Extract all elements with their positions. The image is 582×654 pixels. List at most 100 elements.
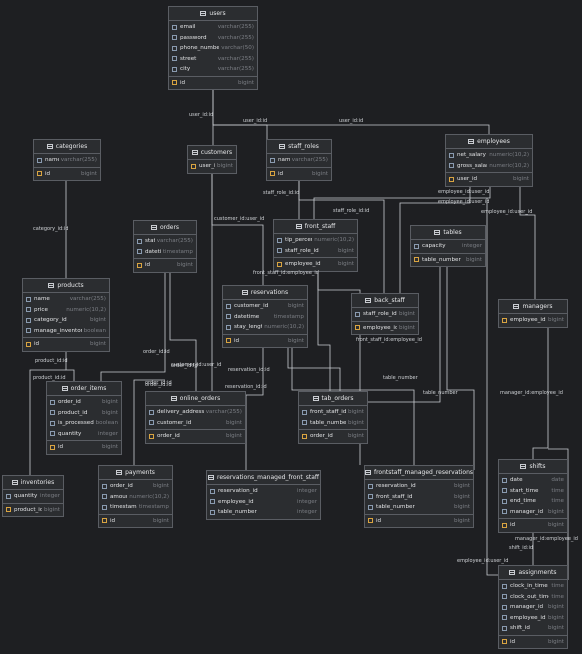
column-row[interactable]: tip_percentnumeric(10,2) <box>274 235 357 246</box>
table-header[interactable]: customers <box>188 146 236 160</box>
table-header[interactable]: shifts <box>499 460 567 474</box>
table-header[interactable]: back_staff <box>352 294 418 308</box>
table-header[interactable]: reservations_managed_front_staff <box>207 471 320 485</box>
table-header[interactable]: staff_roles <box>267 140 331 154</box>
table-header[interactable]: employees <box>446 135 532 149</box>
column-row[interactable]: stay_lengthnumeric(10,2) <box>223 322 307 333</box>
table-header[interactable]: tables <box>411 226 485 240</box>
column-row[interactable]: amountnumeric(10,2) <box>99 492 172 503</box>
table-header[interactable]: frontstaff_managed_reservations <box>365 466 473 480</box>
table-header[interactable]: tab_orders <box>299 392 367 406</box>
table-header[interactable]: online_orders <box>146 392 245 406</box>
table-payments[interactable]: paymentsorder_idbigintamountnumeric(10,2… <box>98 465 173 528</box>
table-header[interactable]: orders <box>134 221 196 235</box>
table-header[interactable]: inventories <box>3 476 63 490</box>
table-header[interactable]: categories <box>34 140 100 154</box>
table-header[interactable]: front_staff <box>274 220 357 234</box>
table-header[interactable]: products <box>23 279 109 293</box>
table-header[interactable]: users <box>169 7 257 21</box>
table-front-staff[interactable]: front_stafftip_percentnumeric(10,2)staff… <box>273 219 358 272</box>
table-header[interactable]: reservations <box>223 286 307 300</box>
table-header[interactable]: order_items <box>47 382 121 396</box>
column-row[interactable]: timestamptimestamp <box>99 502 172 513</box>
table-header[interactable]: managers <box>499 300 567 314</box>
column-row[interactable]: statusvarchar(255) <box>134 236 196 247</box>
table-orders[interactable]: ordersstatusvarchar(255)datetimetimestam… <box>133 220 197 273</box>
table-header[interactable]: payments <box>99 466 172 480</box>
table-header[interactable]: assignments <box>499 566 567 580</box>
